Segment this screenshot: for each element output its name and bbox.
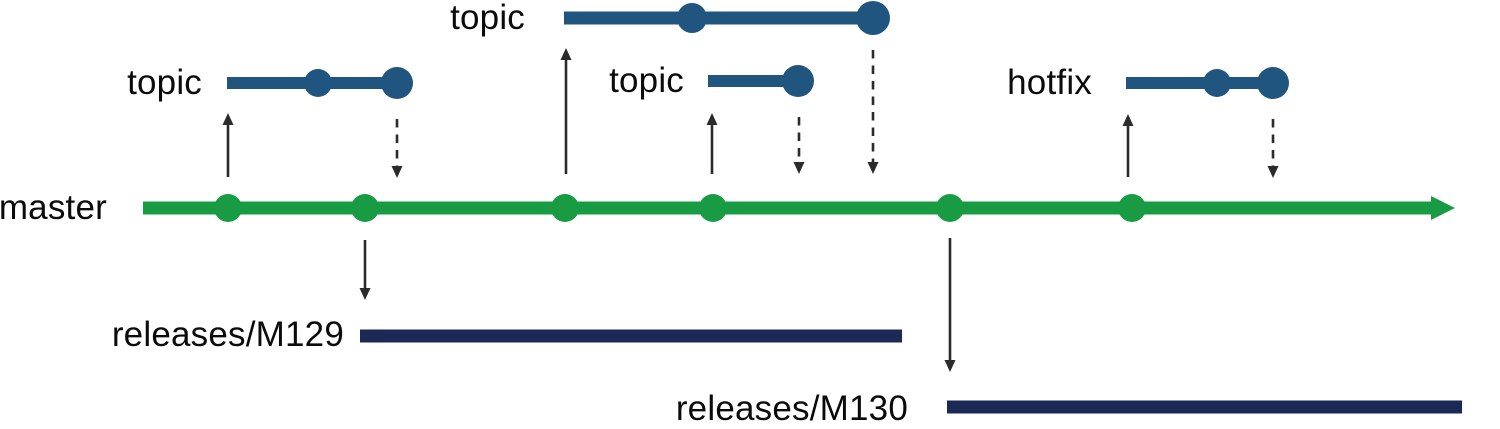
master-branch-label: master — [0, 188, 107, 227]
branch-to-topic-left-arrowhead-icon — [222, 113, 234, 125]
branch-to-release-m129-arrowhead-icon — [359, 288, 371, 300]
master-commit-dot — [699, 194, 727, 222]
topic-left-commit-dot — [304, 69, 332, 97]
branch-to-topic-mid-arrowhead-icon — [706, 113, 718, 125]
hotfix-commit-dot — [1203, 69, 1231, 97]
topic-mid-commit-dot — [782, 65, 814, 97]
topic-top-commit-dot — [677, 3, 707, 33]
hotfix-commit-dot — [1257, 67, 1289, 99]
hotfix-branch-label: hotfix — [1007, 63, 1092, 102]
master-commit-dot — [551, 194, 579, 222]
merge-from-topic-mid-arrowhead-icon — [793, 162, 805, 174]
branch-to-hotfix-arrowhead-icon — [1122, 114, 1134, 126]
topic-left-commit-dot — [381, 67, 413, 99]
master-commit-dot — [1118, 194, 1146, 222]
master-line-arrowhead-icon — [1431, 196, 1455, 220]
topic-top-branch-label: topic — [450, 0, 525, 37]
release-m130-branch-label: releases/M130 — [675, 389, 908, 428]
topic-left-branch-label: topic — [127, 63, 202, 102]
branch-to-topic-top-arrowhead-icon — [560, 48, 572, 60]
merge-from-hotfix-arrowhead-icon — [1267, 166, 1279, 178]
branch-to-release-m130-arrowhead-icon — [944, 360, 956, 372]
release-m129-branch-label: releases/M129 — [111, 315, 344, 354]
master-commit-dot — [936, 194, 964, 222]
merge-from-topic-top-arrowhead-icon — [867, 162, 879, 174]
topic-mid-branch-label: topic — [609, 61, 684, 100]
merge-from-topic-left-arrowhead-icon — [391, 166, 403, 178]
topic-top-commit-dot — [856, 1, 890, 35]
master-commit-dot — [214, 194, 242, 222]
master-commit-dot — [351, 194, 379, 222]
